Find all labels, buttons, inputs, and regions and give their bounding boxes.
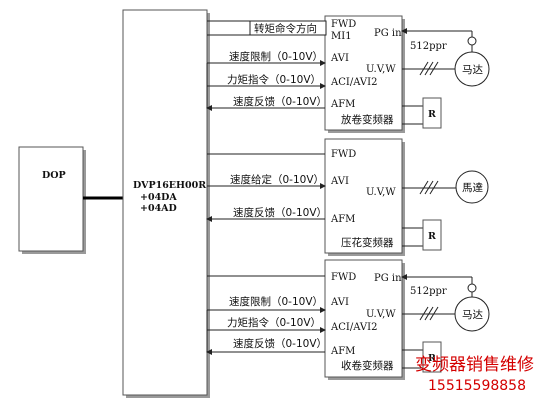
plc-block: DVP16EH00R +04DA +04AD xyxy=(122,9,210,398)
rewind-motor-label: 马达 xyxy=(462,309,483,321)
dop-block: DOP xyxy=(18,146,86,254)
emboss-afm-terminal: AFM xyxy=(330,214,355,225)
emboss-brake-resistor: R xyxy=(422,219,442,251)
rewind-speed-feedback-signal: 速度反馈（0-10V） xyxy=(233,337,327,350)
rewind-avi-terminal: AVI xyxy=(330,297,349,308)
emboss-fwd-terminal: FWD xyxy=(331,149,356,160)
rewind-afm-terminal: AFM xyxy=(330,346,355,357)
plc-model: DVP16EH00R xyxy=(133,180,206,191)
unwind-fwd-terminal: FWD xyxy=(331,19,356,30)
emboss-inverter-name: 压花变频器 xyxy=(341,236,394,249)
unwind-brake-resistor: R xyxy=(422,97,442,129)
emboss-resistor-label: R xyxy=(428,231,436,242)
emboss-speed-feedback-signal: 速度反馈（0-10V） xyxy=(233,206,327,219)
unwind-inverter-name: 放卷变频器 xyxy=(341,113,394,126)
plc-da-module: +04DA xyxy=(140,192,177,203)
rewind-motor: 马达 xyxy=(454,296,490,332)
unwind-motor-label: 马达 xyxy=(462,64,483,76)
rewind-aci-terminal: ACI/AVI2 xyxy=(330,322,377,333)
plc-ad-module: +04AD xyxy=(140,203,177,214)
emboss-speed-set-signal: 速度给定（0-10V） xyxy=(230,173,324,186)
unwind-mi1-terminal: MI1 xyxy=(331,31,352,42)
unwind-afm-terminal: AFM xyxy=(330,99,355,110)
watermark-phone: 15515598858 xyxy=(428,378,526,394)
rewind-inverter: FWD AVI ACI/AVI2 AFM PG in U.V,W 收卷变频器 xyxy=(324,259,405,380)
rewind-inverter-name: 收卷变频器 xyxy=(341,359,394,372)
rewind-torque-command-signal: 力矩指令（0-10V） xyxy=(227,316,321,329)
emboss-uvw-terminal: U.V,W xyxy=(366,187,396,198)
rewind-encoder-ppr: 512ppr xyxy=(410,286,447,297)
emboss-inverter: FWD AVI U.V,W AFM 压花变频器 xyxy=(324,138,405,256)
unwind-encoder-ppr: 512ppr xyxy=(410,41,447,52)
unwind-uvw-terminal: U.V,W xyxy=(366,64,396,75)
dop-label: DOP xyxy=(42,170,66,181)
rewind-uvw-terminal: U.V,W xyxy=(366,309,396,320)
unwind-torque-command-signal: 力矩指令（0-10V） xyxy=(227,73,321,86)
unwind-speed-limit-signal: 速度限制（0-10V） xyxy=(229,50,323,63)
rewind-pgin-terminal: PG in xyxy=(374,273,402,284)
rewind-brake-resistor: R xyxy=(422,341,442,373)
rewind-speed-limit-signal: 速度限制（0-10V） xyxy=(229,295,323,308)
emboss-motor-label: 馬達 xyxy=(462,182,483,194)
unwind-speed-feedback-signal: 速度反馈（0-10V） xyxy=(233,95,327,108)
watermark-text: 变频器销售维修 xyxy=(415,355,534,375)
unwind-avi-terminal: AVI xyxy=(330,53,349,64)
unwind-pgin-terminal: PG in xyxy=(374,28,402,39)
rewind-resistor-label: R xyxy=(428,353,436,364)
unwind-aci-terminal: ACI/AVI2 xyxy=(330,77,377,88)
emboss-avi-terminal: AVI xyxy=(330,176,349,187)
unwind-motor: 马达 xyxy=(454,51,490,87)
unwind-inverter: FWD MI1 AVI ACI/AVI2 AFM PG in U.V,W 放卷变… xyxy=(324,15,405,133)
emboss-motor: 馬達 xyxy=(455,170,489,204)
rewind-fwd-terminal: FWD xyxy=(331,272,356,283)
unwind-torque-direction-signal: 转矩命令方向 xyxy=(254,22,317,35)
unwind-resistor-label: R xyxy=(428,109,436,120)
